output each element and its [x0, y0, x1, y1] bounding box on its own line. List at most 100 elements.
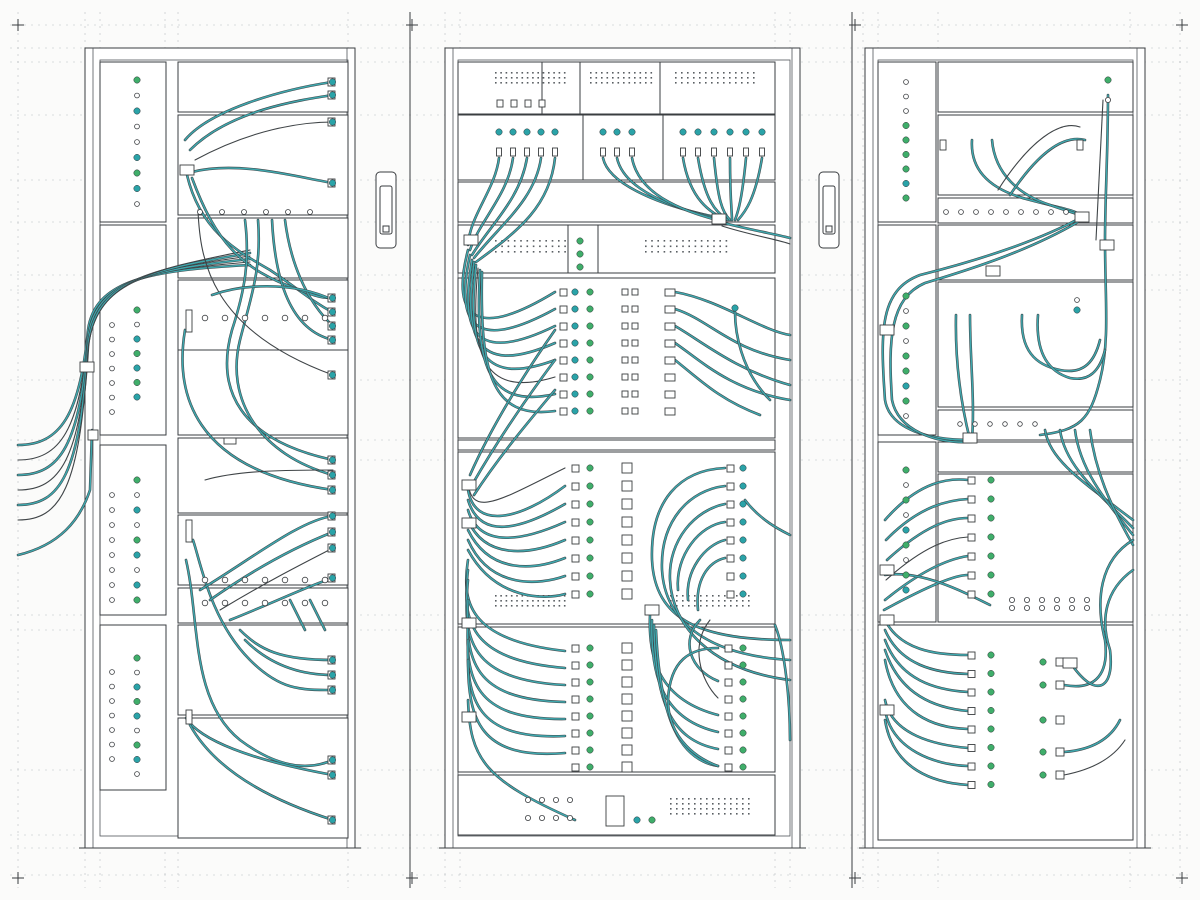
vent-hole: [699, 82, 701, 84]
status-led: [133, 185, 141, 192]
port: [600, 147, 606, 157]
status-led: [329, 294, 336, 302]
port: [538, 99, 546, 108]
cable-tie-band: [79, 361, 95, 373]
status-led: [133, 536, 141, 544]
port: [967, 707, 976, 715]
port: [571, 464, 580, 473]
port: [967, 688, 976, 697]
vent-hole: [516, 595, 518, 597]
vent-hole: [645, 251, 647, 253]
vent-hole: [651, 251, 653, 253]
rack-unit: [457, 277, 776, 439]
cable: [721, 225, 791, 245]
port: [571, 590, 580, 599]
vent-hole: [526, 245, 529, 248]
vent-hole: [693, 72, 695, 74]
status-led: [586, 407, 594, 415]
cable-teal: [289, 599, 306, 631]
port-hole: [1002, 421, 1008, 427]
vent-hole: [682, 798, 684, 800]
vent-hole: [706, 803, 708, 805]
port-hole: [1039, 597, 1046, 604]
cable-teal: [469, 329, 556, 476]
vent-hole: [513, 251, 516, 253]
port-hole: [1039, 605, 1046, 612]
vent-hole: [718, 600, 720, 602]
cable-tie-icon: [644, 604, 660, 616]
vent-hole: [617, 77, 620, 79]
cable-teal: [209, 531, 334, 601]
port: [621, 727, 633, 739]
port: [621, 462, 633, 474]
vent-hole: [748, 803, 750, 805]
vent-hole: [682, 245, 684, 248]
vent-hole: [694, 600, 696, 602]
status-led: [726, 128, 734, 136]
status-led: [731, 304, 739, 312]
status-led: [739, 729, 747, 737]
door-handle-icon: [818, 171, 840, 249]
port: [631, 288, 639, 296]
cable-teal: [1044, 429, 1134, 521]
vent-hole: [724, 798, 726, 800]
status-led: [133, 350, 141, 357]
vent-hole: [590, 77, 592, 79]
vent-hole: [742, 600, 744, 602]
status-led: [133, 154, 141, 161]
vent-hole: [526, 72, 529, 74]
status-led: [329, 671, 336, 679]
vent-hole: [645, 240, 647, 242]
vent-hole: [532, 72, 534, 74]
vent-hole: [730, 600, 732, 602]
status-led: [739, 644, 747, 652]
status-led: [133, 364, 141, 372]
vent-hole: [676, 605, 678, 607]
status-led: [902, 151, 910, 158]
cable-teal: [481, 271, 556, 413]
vent-hole: [495, 77, 497, 79]
vent-hole: [650, 82, 653, 84]
port: [621, 693, 633, 705]
cable-tie-icon: [179, 164, 195, 176]
vent-hole: [500, 82, 502, 84]
vent-hole: [711, 77, 713, 79]
status-led: [1039, 681, 1047, 689]
vent-hole: [612, 77, 614, 79]
vent-hole: [700, 245, 703, 248]
port: [967, 651, 976, 660]
cable-tie-band: [179, 164, 195, 176]
port: [967, 744, 976, 752]
status-led: [987, 670, 995, 677]
port-hole: [321, 576, 329, 584]
port-hole: [553, 797, 560, 804]
rack-unit: [99, 624, 167, 791]
port-hole: [197, 209, 203, 215]
port: [621, 552, 633, 564]
status-led: [987, 707, 995, 714]
status-led: [586, 356, 594, 364]
vent-hole: [741, 77, 743, 79]
status-led: [1104, 76, 1112, 84]
port-hole: [1024, 597, 1031, 604]
cable-tie-icon: [461, 617, 477, 629]
status-led: [902, 571, 910, 579]
status-led: [571, 322, 579, 330]
vent-hole: [688, 240, 690, 242]
status-led: [133, 683, 141, 691]
port-hole: [1024, 605, 1031, 612]
vent-hole: [650, 72, 653, 74]
status-led: [586, 390, 594, 398]
port: [571, 729, 580, 738]
vent-hole: [548, 605, 550, 607]
port-hole: [943, 209, 949, 215]
rack-unit: [579, 61, 661, 115]
cable: [204, 469, 334, 481]
status-led: [902, 292, 910, 300]
cable-teal: [713, 157, 731, 221]
vent-hole: [706, 798, 708, 800]
cable-teal: [467, 499, 566, 528]
cable-teal: [189, 94, 334, 151]
vent-hole: [700, 803, 702, 805]
port-hole: [109, 756, 115, 762]
